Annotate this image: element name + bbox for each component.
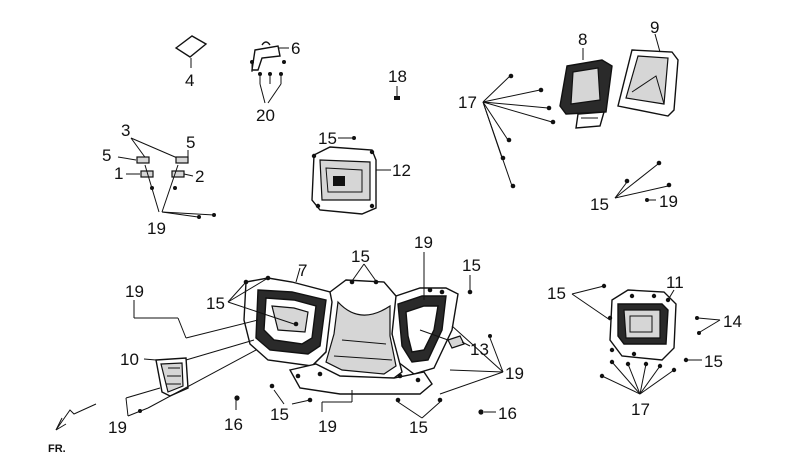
callout-17-bottom: 17 <box>631 400 650 419</box>
front-direction-arrow-icon <box>55 403 97 431</box>
direction-label: FR. <box>48 443 66 455</box>
callout-8: 8 <box>578 30 587 49</box>
part-cover-plate <box>174 35 208 68</box>
fastener-clip <box>394 96 400 100</box>
callout-15-body-left: 15 <box>206 294 225 313</box>
callout-14: 14 <box>723 312 742 331</box>
part-rear-box <box>607 289 677 361</box>
callout-10: 10 <box>120 350 139 369</box>
callout-19-left-group: 19 <box>147 219 166 238</box>
callout-19-body-left: 19 <box>125 282 144 301</box>
callout-15-bottom-left: 15 <box>270 405 289 424</box>
callout-19-bottom-left: 19 <box>108 418 127 437</box>
callout-3: 3 <box>121 121 130 140</box>
callout-2: 2 <box>195 167 204 186</box>
fastener-fan-17-top <box>482 73 556 189</box>
part-fastener-group-left <box>117 137 216 219</box>
callout-16-left: 16 <box>224 415 243 434</box>
callout-15-body-right: 15 <box>462 256 481 275</box>
callout-17-top: 17 <box>458 93 477 112</box>
callout-5-left: 5 <box>102 146 111 165</box>
callout-19-bottom-centre: 19 <box>318 417 337 436</box>
callout-15-storage-box: 15 <box>318 129 337 148</box>
callout-13: 13 <box>470 340 489 359</box>
callout-18: 18 <box>388 67 407 86</box>
callout-15-far-right: 15 <box>704 352 723 371</box>
callout-19-body-right: 19 <box>505 364 524 383</box>
fastener-group-right <box>614 160 672 202</box>
part-cover-panel <box>617 33 679 117</box>
callout-6: 6 <box>291 39 300 58</box>
part-clamp <box>419 329 471 349</box>
callout-1: 1 <box>114 164 123 183</box>
callout-19-right-group: 19 <box>659 192 678 211</box>
callout-19-body-top: 19 <box>414 233 433 252</box>
callout-15-bottom-right: 15 <box>409 418 428 437</box>
callout-12: 12 <box>392 161 411 180</box>
callout-11: 11 <box>666 273 684 292</box>
callout-15-right-group: 15 <box>590 195 609 214</box>
callout-20: 20 <box>256 106 275 125</box>
part-side-panel <box>143 339 255 397</box>
callout-7: 7 <box>298 261 307 280</box>
callout-4: 4 <box>185 71 194 90</box>
callout-5-right: 5 <box>186 133 195 152</box>
callout-15-body-top: 15 <box>351 247 370 266</box>
callout-16-right: 16 <box>498 404 517 423</box>
part-tray <box>559 48 613 129</box>
callout-15-rear-box: 15 <box>547 284 566 303</box>
fastener-fan-17-bottom <box>599 359 677 395</box>
part-storage-box <box>311 146 377 215</box>
part-bracket <box>250 41 289 104</box>
part-front-body <box>234 267 484 415</box>
callout-9: 9 <box>650 18 659 37</box>
